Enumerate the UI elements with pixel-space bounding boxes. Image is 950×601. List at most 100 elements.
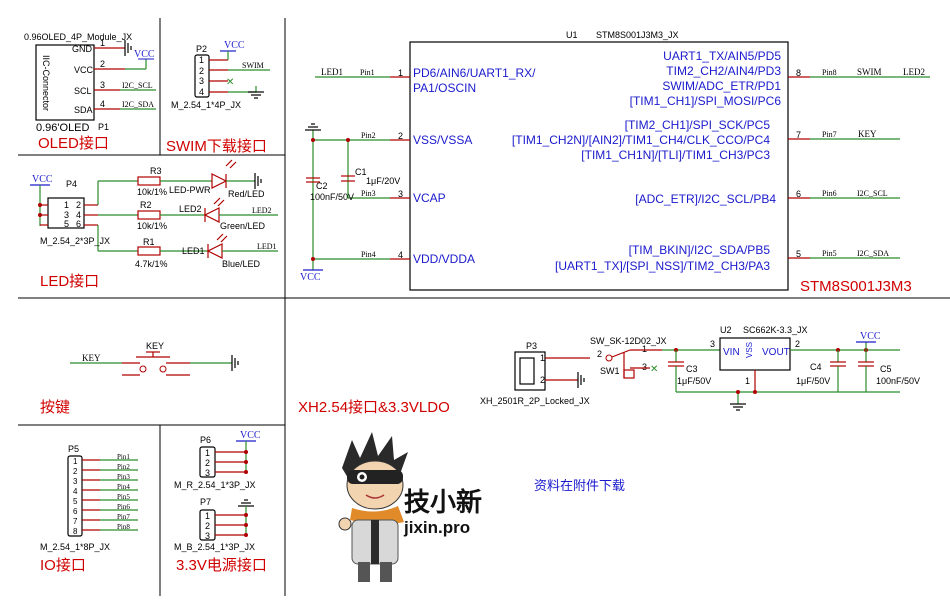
u2-vin: VIN bbox=[723, 347, 740, 358]
ldo-vcc-label: VCC bbox=[860, 331, 881, 342]
u1-pin-8-num: 8 bbox=[796, 68, 801, 78]
u1-pin-4-tag: Pin4 bbox=[361, 250, 376, 259]
p5-pin-num: 6 bbox=[73, 507, 78, 516]
r3-name: R3 bbox=[150, 166, 162, 176]
led-section-title: LED接口 bbox=[40, 273, 99, 290]
resistor-r3 bbox=[137, 176, 161, 186]
led1-diode-icon bbox=[206, 233, 228, 259]
u1-pin-1-tag: Pin1 bbox=[360, 68, 375, 77]
p6-pin-2: 2 bbox=[205, 458, 210, 468]
u1-pin-8-net2: LED2 bbox=[903, 67, 925, 77]
p5-net-tag: Pin3 bbox=[117, 473, 130, 481]
no-connect-icon: ✕ bbox=[226, 77, 234, 88]
swim-pin-num-3: 3 bbox=[199, 76, 204, 86]
p5-net-tag: Pin2 bbox=[117, 463, 130, 471]
p5-designator: P5 bbox=[68, 444, 79, 454]
p5-pin-num: 8 bbox=[73, 527, 78, 536]
brand-url: jixin.pro bbox=[403, 518, 470, 537]
u1-pin-7-line-1: [TIM2_CH1]/SPI_SCK/PC5 bbox=[625, 118, 771, 132]
r3-value: 10k/1% bbox=[137, 187, 167, 197]
p5-net-tag: Pin4 bbox=[117, 483, 130, 491]
c3-value: 1μF/50V bbox=[677, 376, 711, 386]
c4-name: C4 bbox=[810, 362, 822, 372]
u1-pin-6-line-1: [ADC_ETR]/I2C_SCL/PB4 bbox=[635, 192, 776, 206]
led-pwr-diode-icon bbox=[211, 159, 237, 189]
brand-name: 技小新 bbox=[404, 487, 482, 517]
u1-pin-5-tag: Pin5 bbox=[822, 249, 837, 258]
c2-value: 100nF/50V bbox=[310, 192, 354, 202]
u1-pin-7-net: KEY bbox=[858, 129, 877, 139]
p5-net-tag: Pin7 bbox=[117, 513, 130, 521]
u1-pin-8-line-3: SWIM/ADC_ETR/PD1 bbox=[662, 79, 781, 93]
key-section-title: 按键 bbox=[40, 399, 70, 416]
r1-value: 4.7k/1% bbox=[135, 259, 168, 269]
p6-pin-3: 3 bbox=[205, 468, 210, 478]
ldo-section-title: XH2.54接口&3.3VLDO bbox=[298, 399, 450, 416]
p3-latch bbox=[519, 357, 535, 385]
led2-diode-icon bbox=[203, 197, 225, 223]
u1-pin-7-num: 7 bbox=[796, 130, 801, 140]
p7-part: M_B_2.54_1*3P_JX bbox=[174, 542, 255, 552]
c5-value: 100nF/50V bbox=[876, 376, 920, 386]
oled-part-value: 0.96'OLED bbox=[36, 122, 90, 134]
oled-connector-body bbox=[35, 44, 95, 121]
led-header-pin-3: 3 bbox=[64, 210, 69, 220]
p5-pin-num: 5 bbox=[73, 497, 78, 506]
oled-pin-scl: SCL bbox=[74, 86, 92, 96]
u1-pin-4-num: 4 bbox=[398, 250, 403, 260]
c2-name: C2 bbox=[316, 181, 328, 191]
ground-icon bbox=[124, 40, 132, 56]
p5-net-tag: Pin6 bbox=[117, 503, 130, 511]
power33-section-title: 3.3V电源接口 bbox=[176, 557, 267, 574]
u1-pin-4-name: VDD/VDDA bbox=[413, 252, 475, 266]
oled-section-title: OLED接口 bbox=[38, 135, 109, 152]
c4-value: 1μF/50V bbox=[796, 376, 830, 386]
mcu-vcc-label: VCC bbox=[300, 272, 321, 283]
led-header-pin-4: 4 bbox=[76, 210, 81, 220]
u1-pin-2-num: 2 bbox=[398, 131, 403, 141]
p5-pin-num: 1 bbox=[73, 457, 78, 466]
u2-vss: VSS bbox=[745, 342, 754, 358]
u1-body bbox=[409, 41, 789, 291]
key-net: KEY bbox=[82, 353, 101, 363]
io-section-title: IO接口 bbox=[40, 557, 86, 574]
p6-part: M_R_2.54_1*3P_JX bbox=[174, 480, 256, 490]
swim-pin-num-4: 4 bbox=[199, 87, 204, 97]
mcu-section: U1 STM8S001J3M3_JX 1 Pin1 LED1 PD6/AIN6/… bbox=[300, 30, 930, 295]
u1-pin-2-tag: Pin2 bbox=[361, 131, 376, 140]
led2-color: Green/LED bbox=[220, 221, 266, 231]
led1-label: LED1 bbox=[182, 246, 205, 256]
u1-pin-1-num: 1 bbox=[398, 68, 403, 78]
led1-net: LED1 bbox=[257, 242, 277, 251]
key-designator: KEY bbox=[146, 341, 164, 351]
no-connect-icon: ✕ bbox=[650, 364, 658, 375]
ground-icon bbox=[231, 355, 239, 371]
oled-net-sda: I2C_SDA bbox=[122, 100, 154, 109]
oled-connector-label: IIC-Connector bbox=[41, 55, 51, 111]
led-header-pin-5: 5 bbox=[64, 219, 69, 229]
u1-pin-3-num: 3 bbox=[398, 189, 403, 199]
led-pwr-color: Red/LED bbox=[228, 189, 265, 199]
led-header-part: M_2.54_2*3P_JX bbox=[40, 236, 110, 246]
u1-pin-5-net: I2C_SDA bbox=[857, 249, 889, 258]
ground-icon bbox=[254, 173, 262, 189]
p5-net-tag: Pin1 bbox=[117, 453, 130, 461]
sw-pin-3: 3 bbox=[642, 362, 647, 372]
oled-net-scl: I2C_SCL bbox=[122, 81, 153, 90]
push-button-icon bbox=[122, 351, 190, 376]
oled-pin-num-4: 4 bbox=[100, 99, 105, 109]
oled-designator: P1 bbox=[98, 122, 109, 132]
download-note[interactable]: 资料在附件下载 bbox=[534, 478, 625, 493]
slide-switch-icon bbox=[605, 349, 662, 379]
u1-pin-8-line-2: TIM2_CH2/AIN4/PD3 bbox=[666, 64, 781, 78]
led2-net: LED2 bbox=[252, 206, 272, 215]
u1-pin-2-name: VSS/VSSA bbox=[413, 133, 472, 147]
ldo-section: P3 1 2 XH_2501R_2P_Locked_JX SW_SK-12D02… bbox=[298, 325, 920, 416]
u1-pin-5-line-1: [TIM_BKIN]/I2C_SDA/PB5 bbox=[629, 243, 771, 257]
u1-pin-1-name-l1: PD6/AIN6/UART1_RX/ bbox=[413, 66, 536, 80]
p7-pin-3: 3 bbox=[205, 531, 210, 541]
resistor-r2 bbox=[137, 210, 161, 220]
mascot-illustration bbox=[338, 432, 408, 582]
c1-value: 1μF/20V bbox=[366, 176, 400, 186]
